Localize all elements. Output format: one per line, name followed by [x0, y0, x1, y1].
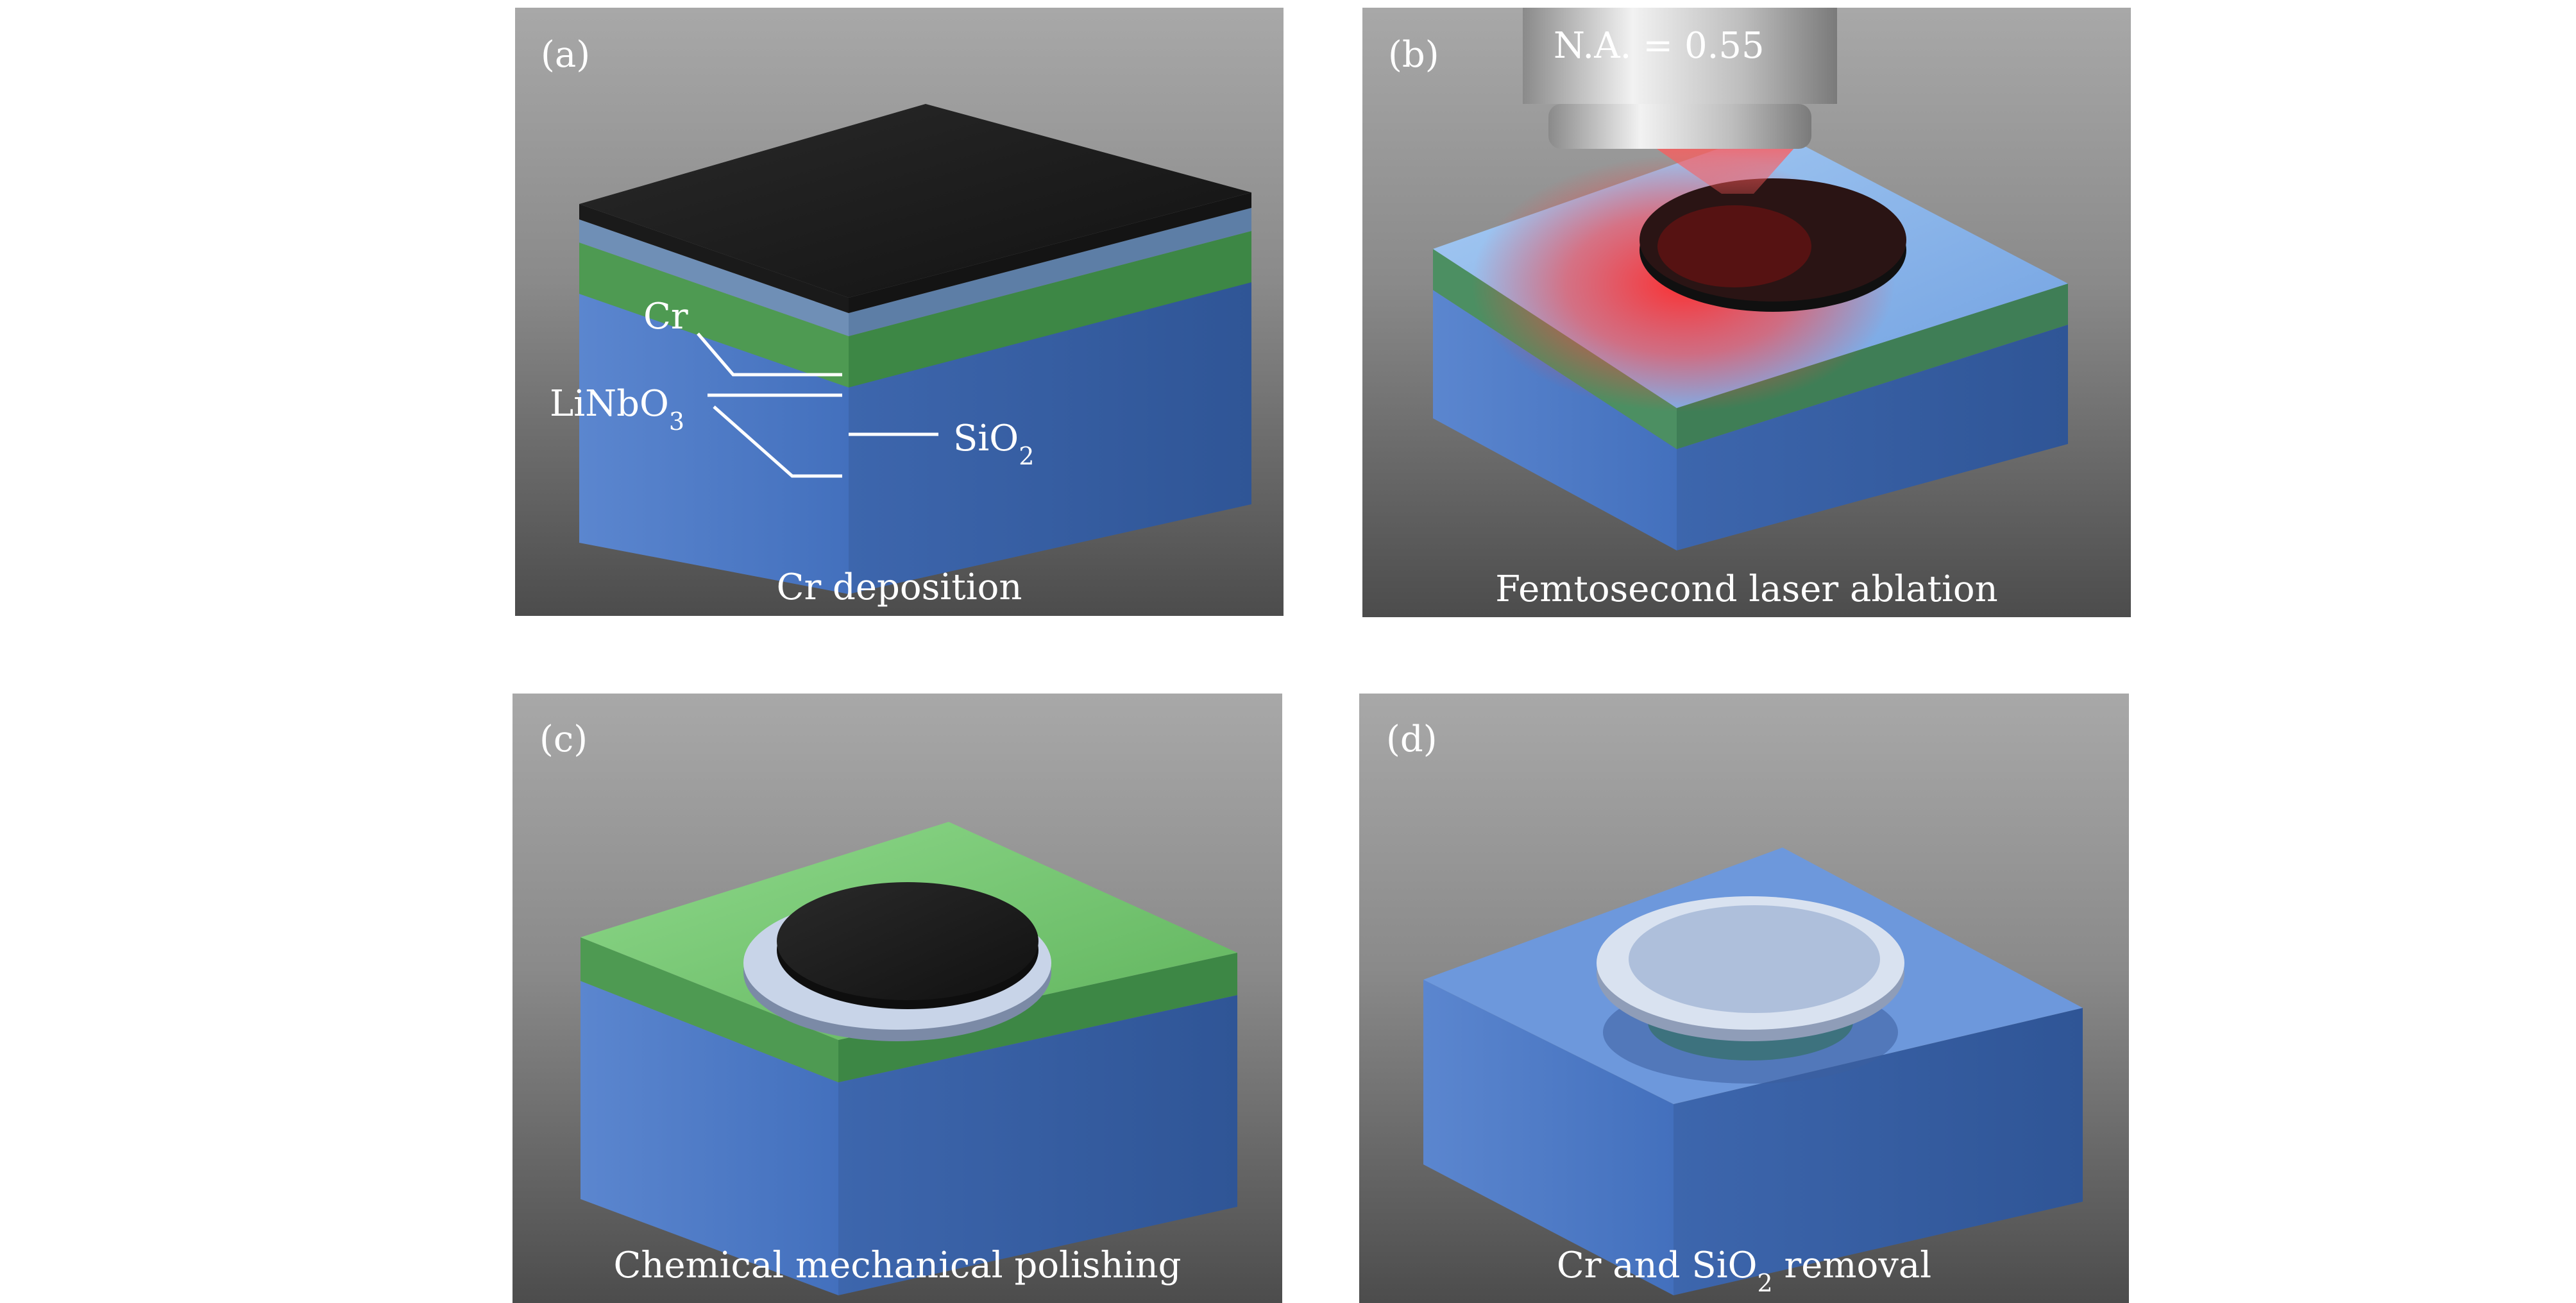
linbo3-substrate-front	[1423, 980, 1674, 1295]
sio2-layer-side	[838, 953, 1237, 1082]
linbo3-substrate-leader-line	[713, 405, 842, 478]
panel-letter-b: (b)	[1388, 34, 1439, 76]
numerical-aperture-label: N.A. = 0.55	[1554, 25, 1765, 67]
panel-b: (b) N.A. = 0.55 Femtosecond laser ablati…	[1362, 8, 2131, 617]
linbo3-substrate-front	[1433, 290, 1677, 550]
panel-letter-d: (d)	[1386, 719, 1437, 760]
cr-disk-highlight	[1657, 205, 1811, 287]
panel-letter-c: (c)	[539, 719, 588, 760]
sio2-layer-side	[1677, 284, 2068, 449]
linbo3-film-front	[579, 219, 849, 336]
sio2-layer-front	[579, 243, 849, 387]
panel-c: (c) Chemical mechanical polishing	[513, 694, 1282, 1303]
objective-lens-body	[1523, 8, 1837, 104]
linbo3-substrate-side	[838, 995, 1237, 1295]
linbo3-substrate-front	[580, 981, 838, 1295]
cr-layer-top	[579, 104, 1251, 298]
linbo3-microdisk-inner	[1629, 905, 1880, 1013]
linbo3-substrate-side	[1677, 325, 2068, 550]
cr-layer-front	[579, 204, 849, 313]
panel-letter-a: (a)	[541, 34, 590, 76]
cr-leader-line	[697, 332, 842, 377]
linbo3-substrate-side	[1674, 1008, 2083, 1295]
panel-caption-a: Cr deposition	[777, 566, 1022, 608]
panel-a: (a) Cr LiNbO3 SiO2 Cr deposition	[515, 8, 1284, 616]
cr-layer-side	[849, 192, 1251, 313]
cr-disk-top	[777, 882, 1038, 1000]
objective-lens-tip	[1548, 104, 1811, 149]
sio2-label: SiO2	[953, 418, 1034, 470]
sio2-layer-front	[580, 937, 838, 1082]
sio2-layer-side	[849, 231, 1251, 387]
panel-caption-c: Chemical mechanical polishing	[613, 1245, 1181, 1286]
linbo3-label: LiNbO3	[550, 383, 684, 436]
panel-d: (d) Cr and SiO2 removal	[1359, 694, 2129, 1303]
panel-caption-d: Cr and SiO2 removal	[1557, 1245, 1931, 1297]
cr-label: Cr	[643, 296, 688, 337]
laser-beam	[1638, 136, 1805, 194]
linbo3-film-side	[849, 208, 1251, 336]
panel-caption-b: Femtosecond laser ablation	[1495, 568, 1997, 610]
linbo3-substrate-front	[579, 289, 849, 594]
